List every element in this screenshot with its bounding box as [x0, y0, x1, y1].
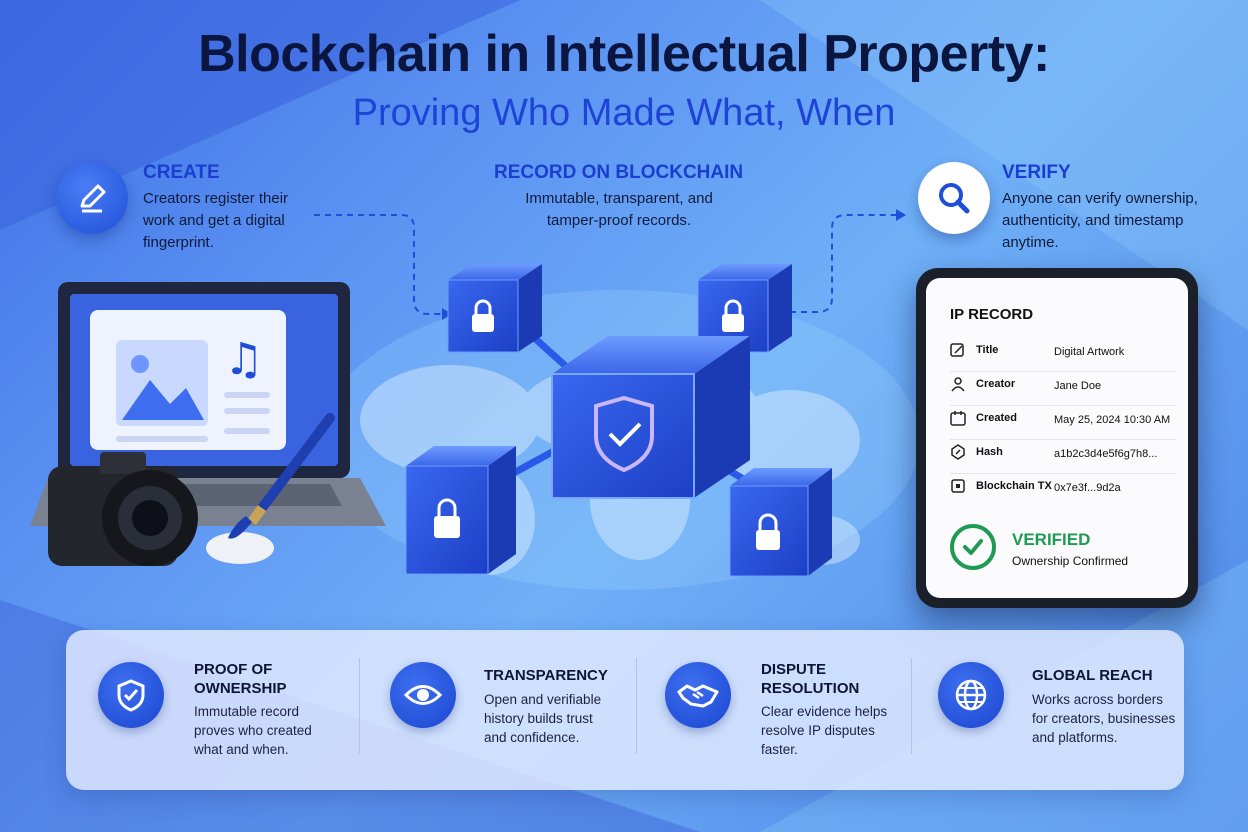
page-subtitle: Proving Who Made What, When — [352, 92, 896, 134]
verified-label: VERIFIED — [1012, 530, 1091, 549]
world-map — [360, 360, 860, 575]
record-title-value: Digital Artwork — [1054, 346, 1125, 358]
ip-record-heading: IP RECORD — [950, 306, 1034, 323]
divider — [636, 658, 637, 754]
laptop-illustration: ♫ — [30, 282, 386, 566]
divider — [911, 658, 912, 754]
step-record-title: RECORD ON BLOCKCHAIN — [494, 162, 744, 183]
record-tx-value: 0x7e3f...9d2a — [1054, 482, 1121, 494]
calendar-icon — [950, 411, 966, 426]
handshake-icon — [665, 662, 731, 728]
shield-check-icon — [98, 662, 164, 728]
step-create-title: CREATE — [143, 162, 220, 183]
svg-text:♫: ♫ — [224, 334, 263, 385]
edit-icon — [950, 343, 964, 357]
cube-icon — [951, 479, 965, 493]
hash-icon — [951, 444, 965, 460]
record-hash-value: a1b2c3d4e5f6g7h8... — [1054, 448, 1158, 460]
globe-icon — [938, 662, 1004, 728]
check-circle-icon — [950, 524, 996, 570]
page-title: Blockchain in Intellectual Property: — [198, 25, 1050, 83]
divider — [359, 658, 360, 754]
user-icon — [951, 377, 965, 392]
blockchain-cubes — [405, 264, 832, 577]
eye-icon — [390, 662, 456, 728]
verified-sub: Ownership Confirmed — [1012, 554, 1129, 568]
magnifier-icon — [918, 162, 990, 234]
feature-title: GLOBAL REACH — [1032, 667, 1153, 684]
step-verify-title: VERIFY — [1002, 162, 1071, 183]
record-creator-value: Jane Doe — [1054, 380, 1102, 392]
pencil-icon — [56, 162, 128, 234]
record-created-value: May 25, 2024 10:30 AM — [1054, 414, 1171, 426]
step-verify-desc: Anyone can verify ownership,authenticity… — [1002, 190, 1198, 251]
feature-title: TRANSPARENCY — [484, 667, 608, 684]
